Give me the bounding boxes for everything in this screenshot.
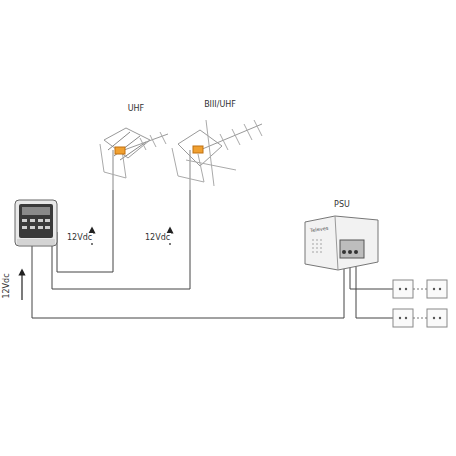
device-node: BIII/UHF [170, 100, 270, 194]
voltage-label: 12Vdc [66, 233, 93, 243]
device-node: PSU [300, 200, 384, 272]
uhf-antenna-illustration [100, 128, 168, 190]
biii-uhf-antenna-illustration [172, 120, 262, 190]
amplifier-illustration [15, 200, 57, 246]
device-label: PSU [300, 200, 384, 210]
device-label: UHF [96, 104, 176, 114]
voltage-label: 12Vdc [2, 272, 12, 299]
device-node: UHF [96, 104, 176, 194]
outlets [393, 280, 447, 327]
voltage-label: 12Vdc [144, 233, 171, 243]
psu-illustration [305, 216, 378, 270]
device-label: BIII/UHF [170, 100, 270, 110]
